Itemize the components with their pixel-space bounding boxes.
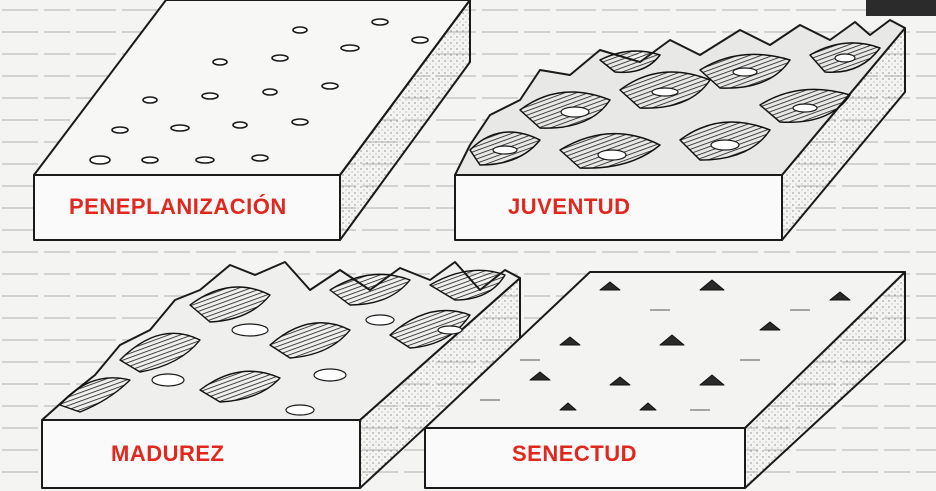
corner-dark-bar	[866, 0, 936, 16]
mature-valley-floors	[151, 314, 463, 416]
mature-ridges	[59, 269, 506, 413]
peneplain-side-face	[339, 0, 471, 241]
peneplain-depressions	[89, 18, 429, 165]
block-juventud	[454, 19, 906, 241]
old-age-monadnocks	[529, 279, 851, 411]
label-juventud: JUVENTUD	[508, 194, 631, 219]
label-madurez: MADUREZ	[111, 441, 225, 466]
label-senectud: SENECTUD	[512, 441, 638, 466]
block-senectud	[424, 271, 906, 489]
old-age-top-surface	[424, 271, 906, 429]
block-madurez	[41, 261, 521, 489]
youth-valley-floors	[492, 53, 856, 161]
old-age-surface-marks	[480, 309, 810, 411]
block-peneplanizacion	[33, 0, 471, 241]
label-peneplanizacion: PENEPLANIZACIÓN	[69, 194, 287, 219]
